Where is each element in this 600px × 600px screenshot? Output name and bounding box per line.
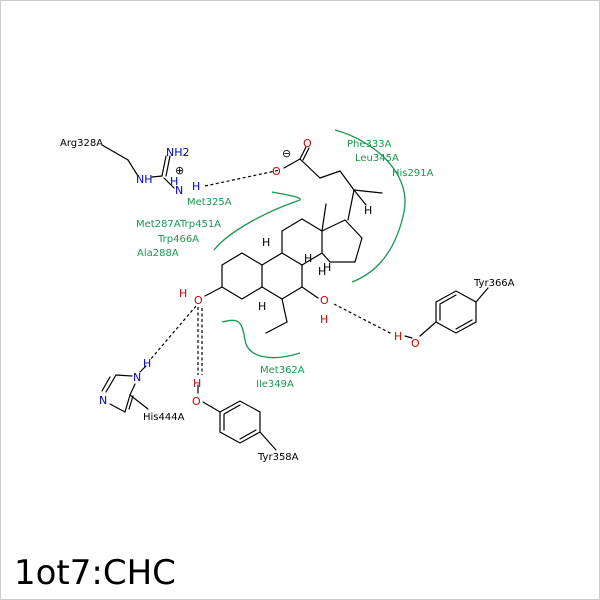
residue-tyr358: Tyr358A (257, 452, 299, 463)
atom-h-c20: H (364, 204, 372, 217)
atom-n2-his444: N (99, 394, 107, 407)
his444-ring (101, 365, 149, 413)
hydrophobic-arc-met362 (221, 319, 301, 359)
atom-nh: NH (136, 173, 153, 186)
atom-h-c14: H (318, 265, 326, 278)
hydrophobic-arc-phe333 (334, 129, 406, 283)
residue-his291: His291A (392, 168, 434, 179)
atom-h-c9: H (262, 236, 270, 249)
atom-h-c14b: H (323, 261, 331, 274)
atom-h-7oh: H (320, 313, 328, 326)
atom-n-his444: N (133, 371, 141, 384)
residue-leu345: Leu345A (355, 153, 399, 164)
steroid-core (204, 203, 363, 334)
diagram-title: 1ot7:CHC (14, 553, 176, 593)
atom-h-arg: H (192, 180, 200, 193)
atom-o-7oh: O (320, 294, 329, 307)
residue-met325: Met325A (187, 197, 232, 208)
tyr366-ring (404, 287, 489, 339)
hydrogen-bonds (149, 169, 393, 375)
side-chain-bonds (283, 146, 383, 221)
positive-charge-icon: ⊕ (175, 164, 184, 177)
atom-n: N (175, 184, 183, 197)
atom-o-3oh: O (194, 294, 203, 307)
negative-charge-icon: ⊖ (282, 147, 291, 160)
atom-h-c8: H (304, 252, 312, 265)
residue-ala288: Ala288A (137, 248, 179, 259)
atom-h-arg2: H (170, 175, 178, 188)
residue-trp451: Trp451A (179, 219, 221, 230)
atom-o-carboxylate: O (272, 165, 281, 178)
atom-h-his444: H (143, 357, 151, 370)
residue-tyr366: Tyr366A (473, 278, 515, 289)
residue-phe333: Phe333A (347, 139, 392, 150)
atom-h-tyr358: H (193, 377, 201, 390)
atom-nh2: NH2 (166, 146, 190, 159)
atom-h-3oh: H (179, 287, 187, 300)
atom-h-c5: H (258, 300, 266, 313)
atom-o-carbonyl: O (303, 137, 312, 150)
residue-his444: His444A (143, 412, 185, 423)
residue-arg328: Arg328A (60, 138, 103, 149)
residue-ile349: Ile349A (256, 379, 294, 390)
hydrophobic-arc-met287 (213, 191, 301, 251)
tyr358-ring (197, 384, 277, 451)
arginine-sidechain (101, 144, 175, 189)
residue-met362: Met362A (260, 365, 305, 376)
atom-o-tyr358: O (192, 395, 201, 408)
atom-o-tyr366: O (411, 337, 420, 350)
atom-h-tyr366: H (394, 330, 402, 343)
residue-met287: Met287A (136, 219, 181, 230)
residue-trp466: Trp466A (157, 234, 199, 245)
